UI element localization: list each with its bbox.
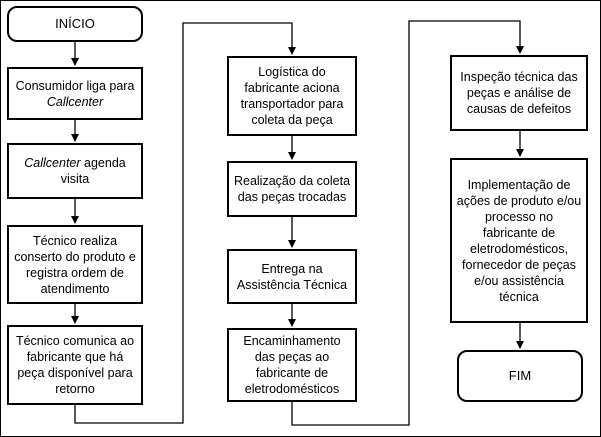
edge-n9-n10 (291, 20, 524, 426)
step-forwarding-label: Encaminhamento das peças ao fabricante d… (243, 334, 341, 396)
step-technician-notifies-label: Técnico comunica ao fabricante que há pe… (15, 334, 135, 396)
callcenter-term: Callcenter (24, 156, 81, 170)
step-callcenter-schedules-node: Callcenter agenda visita (7, 143, 143, 199)
step-implementation-label: Implementação de ações de produto e/ou p… (456, 177, 582, 304)
start-node: INÍCIO (7, 6, 143, 42)
start-node-label: INÍCIO (55, 16, 95, 31)
step-pickup-label: Realização da coleta das peças trocadas (233, 174, 351, 204)
step-consumer-calls-node: Consumidor liga para Callcenter (7, 67, 143, 120)
end-node-label: FIM (508, 368, 532, 383)
step-technician-repairs-label: Técnico realiza conserto do produto e re… (14, 233, 136, 296)
end-node: FIM (457, 350, 583, 402)
step-inspection-node: Inspeção técnica das peças e análise de … (450, 55, 588, 131)
step-delivery-node: Entrega na Assistência Técnica (227, 249, 357, 304)
step-logistics-triggers-node: Logística do fabricante aciona transport… (227, 56, 357, 136)
step-delivery-label: Entrega na Assistência Técnica (236, 261, 348, 292)
step-technician-repairs-node: Técnico realiza conserto do produto e re… (7, 225, 143, 304)
step-inspection-label: Inspeção técnica das peças e análise de … (460, 70, 578, 116)
callcenter-term: Callcenter (46, 94, 104, 109)
step-forwarding-node: Encaminhamento das peças ao fabricante d… (227, 328, 357, 402)
step-callcenter-schedules-label: Callcenter agenda visita (13, 155, 137, 187)
step-consumer-calls-label: Consumidor liga para Callcenter (16, 78, 135, 110)
step-logistics-triggers-label: Logística do fabricante aciona transport… (240, 65, 344, 127)
step-consumer-calls-text: Consumidor liga para (15, 78, 135, 93)
step-pickup-node: Realização da coleta das peças trocadas (227, 161, 357, 217)
step-callcenter-schedules-text: agenda visita (60, 156, 126, 186)
step-technician-notifies-node: Técnico comunica ao fabricante que há pe… (7, 325, 143, 405)
edge-n5-n6 (74, 22, 296, 424)
step-implementation-node: Implementação de ações de produto e/ou p… (450, 158, 588, 323)
